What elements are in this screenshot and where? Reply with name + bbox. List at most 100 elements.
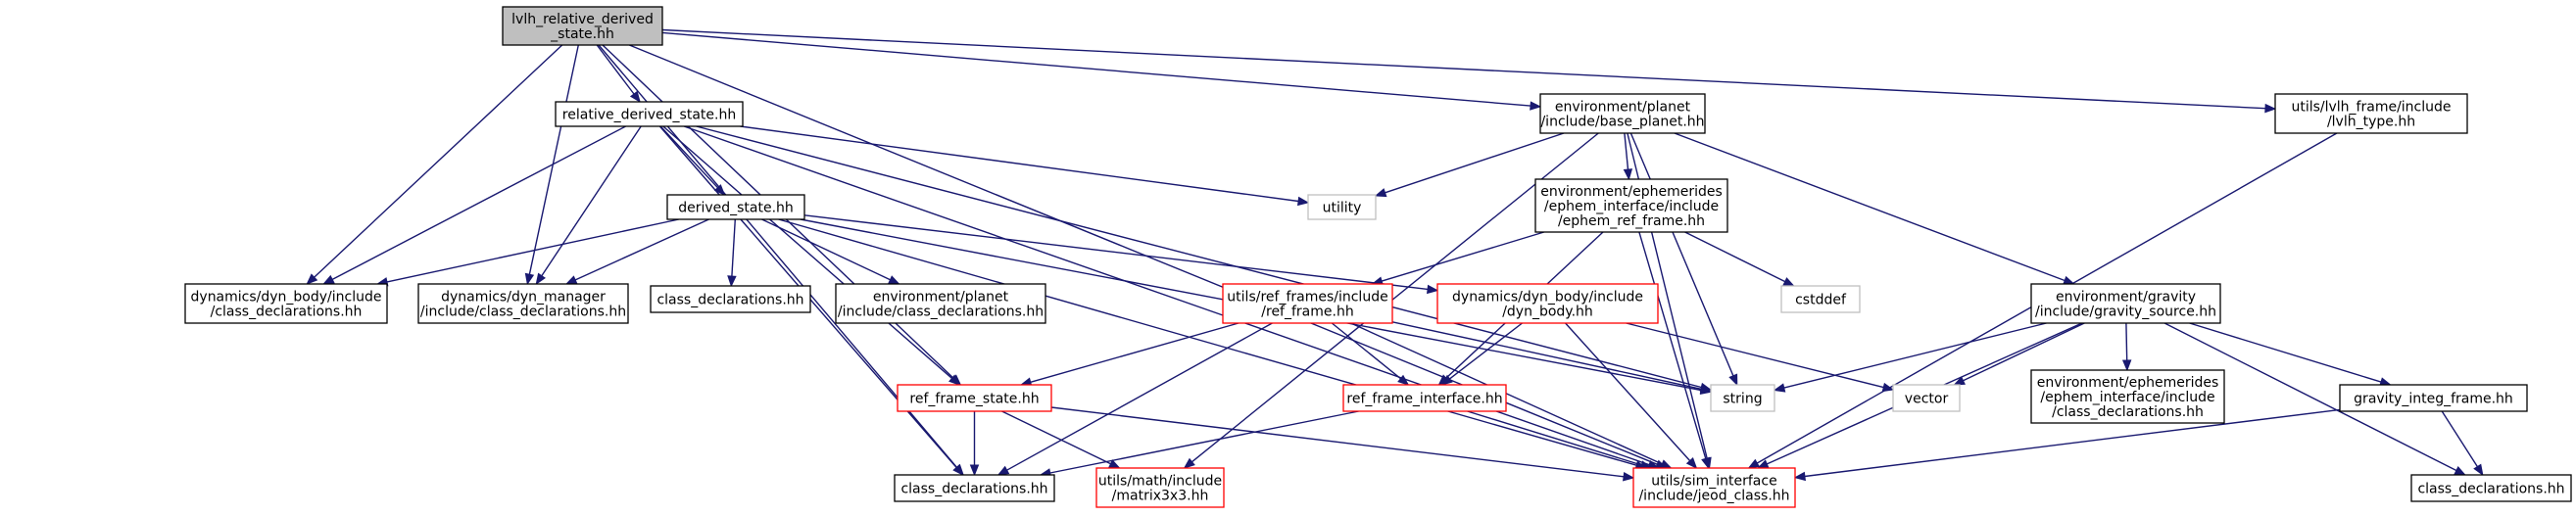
- node-label-line: /class_declarations.hh: [2052, 404, 2204, 420]
- node-label-line: string: [1723, 392, 1762, 407]
- node-box: [894, 474, 1055, 502]
- edge-derived_state-to-dyn_manager_class_decl: [564, 218, 709, 285]
- edge-root-to-dyn_manager_class_decl: [524, 44, 579, 286]
- node-vector[interactable]: vector: [1892, 384, 1961, 412]
- node-box: [1780, 285, 1861, 313]
- node-label-line: /include/base_planet.hh: [1540, 115, 1704, 130]
- node-dyn-body[interactable]: dynamics/dyn_body/include/dyn_body.hh: [1436, 283, 1659, 324]
- edge-base_planet-to-ephem_ref_frame: [1623, 132, 1633, 181]
- edge-relative_derived_state-to-derived_state: [659, 125, 726, 196]
- node-class-decl-plain[interactable]: class_declarations.hh: [650, 285, 811, 313]
- node-ephem-class-decl[interactable]: environment/ephemerides/ephem_interface/…: [2030, 369, 2225, 424]
- node-label-line: derived_state.hh: [678, 201, 794, 216]
- node-class-decl-bottom-left[interactable]: class_declarations.hh: [894, 474, 1055, 502]
- node-ref-frame-interface[interactable]: ref_frame_interface.hh: [1342, 384, 1507, 412]
- node-box: [1342, 384, 1507, 412]
- node-box: [2274, 93, 2468, 134]
- node-planet-class-decl[interactable]: environment/planet/include/class_declara…: [835, 283, 1046, 324]
- edge-ref_frame-to-string: [1391, 321, 1713, 394]
- node-label-line: utils/ref_frames/include: [1227, 290, 1387, 306]
- node-label-line: /ephem_interface/include: [1544, 199, 1719, 214]
- edge-dyn_body-to-vector: [1626, 322, 1895, 393]
- node-box: [2339, 384, 2528, 412]
- edge-gravity_integ_frame-to-jeod_class: [1793, 408, 2341, 482]
- node-box: [1710, 384, 1775, 412]
- node-class-decl-bottom-right[interactable]: class_declarations.hh: [2410, 474, 2572, 502]
- edge-dyn_body-to-ref_frame_interface: [1440, 322, 1523, 386]
- node-lvlh-type[interactable]: utils/lvlh_frame/include/lvlh_type.hh: [2274, 93, 2468, 134]
- node-box: [1892, 384, 1961, 412]
- node-box: [1436, 283, 1659, 324]
- node-box: [2030, 283, 2221, 324]
- node-label-line: relative_derived_state.hh: [562, 108, 736, 123]
- node-box: [417, 283, 629, 324]
- node-relative-derived-state[interactable]: relative_derived_state.hh: [555, 101, 744, 127]
- node-base-planet[interactable]: environment/planet/include/base_planet.h…: [1539, 93, 1706, 134]
- node-label-line: class_declarations.hh: [2417, 482, 2564, 497]
- node-matrix3x3[interactable]: utils/math/include/matrix3x3.hh: [1095, 467, 1225, 508]
- node-box: [2410, 474, 2572, 502]
- node-label-line: /ephem_interface/include: [2040, 390, 2214, 405]
- node-label-line: dynamics/dyn_body/include: [191, 290, 382, 306]
- node-box: [1534, 178, 1728, 233]
- node-box: [835, 283, 1046, 324]
- node-label-line: cstddef: [1795, 293, 1847, 308]
- node-box: [2030, 369, 2225, 424]
- node-label-line: /include/class_declarations.hh: [420, 305, 626, 320]
- node-ref-frame[interactable]: utils/ref_frames/include/ref_frame.hh: [1222, 283, 1393, 324]
- node-box: [1307, 194, 1377, 220]
- node-string[interactable]: string: [1710, 384, 1775, 412]
- edge-gravity_source-to-class_decl_bottom_right: [2163, 322, 2466, 476]
- node-label-line: environment/ephemerides: [2037, 375, 2219, 391]
- node-dyn-body-class-decl[interactable]: dynamics/dyn_body/include/class_declarat…: [184, 283, 388, 324]
- node-box: [1095, 467, 1225, 508]
- node-dyn-manager-class-decl[interactable]: dynamics/dyn_manager/include/class_decla…: [417, 283, 629, 324]
- edges-layer: [306, 28, 2484, 482]
- node-label-line: utils/sim_interface: [1651, 474, 1776, 490]
- edge-root-to-lvlh_type: [661, 28, 2277, 114]
- edge-base_planet-to-string: [1629, 132, 1738, 387]
- edge-base_planet-to-matrix3x3: [1183, 132, 1599, 469]
- node-label-line: utils/lvlh_frame/include: [2291, 100, 2451, 116]
- node-label-line: vector: [1905, 392, 1949, 407]
- node-label-line: environment/planet: [873, 290, 1009, 306]
- node-gravity-integ-frame[interactable]: gravity_integ_frame.hh: [2339, 384, 2528, 412]
- node-box: [1222, 283, 1393, 324]
- node-label-line: gravity_integ_frame.hh: [2354, 392, 2513, 407]
- edge-derived_state-to-dyn_body: [803, 214, 1439, 295]
- node-label-line: ref_frame_state.hh: [909, 392, 1039, 407]
- node-utility[interactable]: utility: [1307, 194, 1377, 220]
- edge-gravity_integ_frame-to-class_decl_bottom_right: [2441, 410, 2484, 477]
- node-gravity-source[interactable]: environment/gravity/include/gravity_sour…: [2030, 283, 2221, 324]
- edge-derived_state-to-class_decl_plain: [727, 218, 737, 288]
- edge-dyn_body-to-jeod_class: [1565, 322, 1698, 469]
- node-label-line: /include/gravity_source.hh: [2035, 305, 2216, 320]
- node-label-line: class_declarations.hh: [656, 293, 803, 308]
- node-label-line: utility: [1323, 201, 1362, 216]
- edge-ephem_ref_frame-to-cstddef: [1684, 231, 1795, 287]
- nodes-layer: lvlh_relative_derived_state.hh relative_d…: [184, 6, 2572, 508]
- edge-ref_frame_state-to-class_decl_bottom_left: [969, 411, 980, 477]
- node-box: [897, 384, 1052, 412]
- edge-relative_derived_state-to-dyn_manager_class_decl: [535, 125, 642, 286]
- node-label-line: dynamics/dyn_manager: [441, 290, 606, 306]
- edge-base_planet-to-utility: [1374, 132, 1565, 198]
- node-label-line: /matrix3x3.hh: [1112, 489, 1209, 504]
- node-root[interactable]: lvlh_relative_derived_state.hh: [502, 6, 663, 46]
- edge-gravity_source-to-string: [1773, 322, 2047, 393]
- edge-ref_frame_state-to-jeod_class: [1050, 406, 1635, 482]
- node-jeod-class[interactable]: utils/sim_interface/include/jeod_class.h…: [1632, 467, 1796, 508]
- node-box: [502, 6, 663, 46]
- edge-gravity_source-to-ephem_class_decl: [2121, 322, 2132, 372]
- node-label-line: /ref_frame.hh: [1261, 305, 1353, 320]
- node-cstddef[interactable]: cstddef: [1780, 285, 1861, 313]
- edge-relative_derived_state-to-ref_frame_state: [662, 125, 961, 386]
- node-derived-state[interactable]: derived_state.hh: [666, 194, 805, 220]
- node-ephem-ref-frame[interactable]: environment/ephemerides/ephem_interface/…: [1534, 178, 1728, 233]
- node-ref-frame-state[interactable]: ref_frame_state.hh: [897, 384, 1052, 412]
- node-label-line: /ephem_ref_frame.hh: [1558, 213, 1705, 229]
- edge-root-to-base_planet: [661, 31, 1542, 111]
- node-label-line: /include/class_declarations.hh: [838, 305, 1044, 320]
- edge-relative_derived_state-to-dyn_body_class_decl: [322, 125, 626, 285]
